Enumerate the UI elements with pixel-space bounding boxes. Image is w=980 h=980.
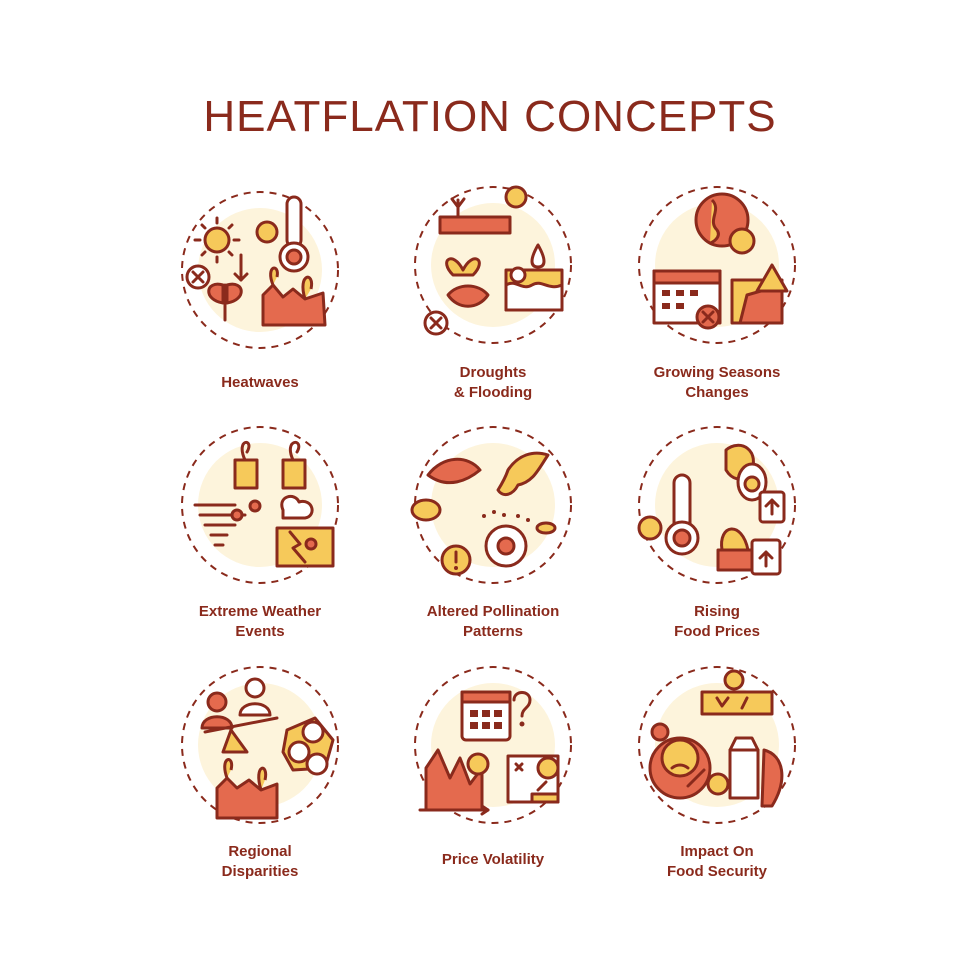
food-prices-icon xyxy=(637,426,796,584)
concept-label: Heatwaves xyxy=(221,374,299,391)
heatwaves-icon xyxy=(181,191,339,349)
regional-disparities-icon xyxy=(181,666,339,824)
concept-pollination: Altered Pollination Patterns xyxy=(398,420,588,660)
pollination-icon xyxy=(410,426,572,584)
concept-label: Altered Pollination Patterns xyxy=(426,603,560,640)
concept-price-volatility: Price Volatility xyxy=(398,660,588,900)
concept-label: Regional Disparities xyxy=(221,843,299,880)
concept-heatwaves: Heatwaves xyxy=(165,185,355,425)
page-title: HEATFLATION CONCEPTS xyxy=(203,92,777,141)
growing-seasons-icon xyxy=(638,186,796,344)
concept-label: Extreme Weather Events xyxy=(198,603,322,640)
extreme-weather-icon xyxy=(181,426,339,584)
concept-label: Growing Seasons Changes xyxy=(653,364,781,401)
concept-droughts-flooding: Droughts & Flooding xyxy=(398,175,588,415)
price-volatility-icon xyxy=(414,666,572,824)
concept-label: Rising Food Prices xyxy=(674,603,760,640)
concept-label: Droughts & Flooding xyxy=(453,364,533,401)
concept-food-prices: Rising Food Prices xyxy=(622,420,812,660)
concept-label: Impact On Food Security xyxy=(666,843,767,880)
food-security-icon xyxy=(638,666,796,824)
concept-growing-seasons: Growing Seasons Changes xyxy=(622,175,812,415)
concept-regional-disparities: Regional Disparities xyxy=(165,660,355,900)
concept-extreme-weather: Extreme Weather Events xyxy=(165,420,355,660)
droughts-flooding-icon xyxy=(414,185,572,344)
concept-label: Price Volatility xyxy=(441,851,545,868)
concept-food-security: Impact On Food Security xyxy=(622,660,812,900)
